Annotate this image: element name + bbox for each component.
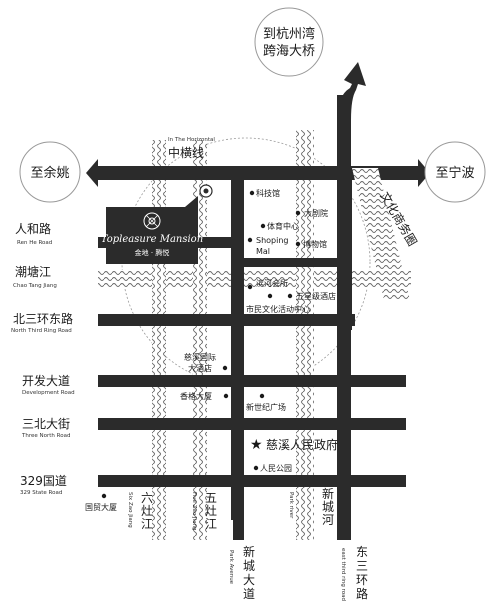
label-329: 329国道 [20,474,67,488]
poi-gov: 慈溪人民政府 [266,437,338,452]
label-329-en: 329 State Road [20,490,62,496]
label-xincheng-river-en: Park river [288,492,294,519]
label-renhe-en: Ren He Road [17,240,52,246]
poi-dajuyuan: 大剧院 [304,208,328,218]
poi-guomao: 国贸大厦 [85,502,117,512]
road-329 [98,475,406,487]
label-liuzao-en: Six Zao Jiang [127,492,133,528]
dest-north-line2: 跨海大桥 [263,44,315,59]
poi-dot [247,284,253,290]
dest-north-line1: 到杭州湾 [263,26,315,42]
label-sanbei: 三北大街 [22,417,70,431]
poi-dot [249,190,255,196]
dest-west-circle [19,141,81,203]
poi-dot [259,393,265,399]
label-chaotang-en: Chao Tang Jiang [13,283,57,289]
gov-star-icon: ★ [250,437,263,453]
poi-dot [260,223,266,229]
label-dongsan: 东三环路 [356,545,368,601]
band-wenhua [352,168,410,300]
poi-xinshiji: 新世纪广场 [246,402,286,412]
label-north3-en: North Third Ring Road [11,328,72,334]
project-name-en: Topleasure Mansion [101,234,203,245]
label-dongsan-en: east third ring road [340,548,346,601]
poi-tiyu: 体育中心 [267,221,299,231]
label-wuzao: 五灶江 [205,491,217,531]
label-kaifa: 开发大道 [22,373,70,388]
poi-dot [247,237,253,243]
poi-shimin: 市民文化活动中心 [246,304,310,314]
poi-dot [223,393,229,399]
poi-dot [287,293,293,299]
label-zhonghengxian-en: In The Horizontal [168,137,215,143]
arrow-west [86,159,98,187]
poi-cixi-hotel-2: 大酒店 [188,363,212,373]
label-north3: 北三环东路 [13,311,73,326]
poi-dot [267,293,273,299]
river-chaotang [98,270,411,288]
dest-east: 至宁波 [435,165,474,181]
label-zhonghengxian: 中横线 [168,145,204,160]
road-xincheng-ave [233,180,244,540]
poi-dot [295,210,301,216]
poi-dot [253,465,259,471]
project-name-cn: 金地 · 腾悦 [135,248,170,257]
poi-mal: Mal [256,247,270,256]
poi-dot [295,241,301,247]
poi-dot [222,365,228,371]
road-inner-h [240,258,342,267]
poi-shoping: Shoping [256,236,289,245]
project-marker-center [203,188,209,194]
project-logo-icon [143,212,161,230]
poi-keji: 科技馆 [256,188,280,198]
label-chaotang: 潮塘江 [15,264,51,279]
poi-binhe: 滨河会所 [256,278,288,288]
poi-bowu: 博物馆 [303,239,327,249]
label-kaifa-en: Development Road [22,390,75,396]
label-liuzao: 六灶江 [141,491,153,531]
arrow-east [418,159,430,187]
label-xincheng-river: 新城河 [322,486,334,527]
road-sanbei [98,418,406,430]
arrow-north [337,62,366,180]
dest-west: 至余姚 [30,165,69,181]
label-wuzao-en: Five Zao Jiang [191,492,197,530]
label-sanbei-en: Three North Road [21,433,70,439]
poi-xiangge: 香格大厦 [180,391,212,401]
poi-wuxing: 五星级酒店 [296,291,336,301]
road-dongsan [337,95,351,540]
label-xincheng-ave: 新城大道 [243,544,255,601]
poi-dot [101,493,107,499]
poi-park: 人民公园 [260,464,292,473]
road-kaifa [98,375,406,387]
dest-north-circle [254,7,324,77]
dest-east-circle [424,141,486,203]
poi-cixi-hotel-1: 慈溪国际 [184,352,216,362]
road-north3 [98,314,355,326]
label-xincheng-ave-en: Park Avenue [228,550,234,585]
river-xincheng [296,130,314,540]
project-box [106,196,198,264]
label-renhe: 人和路 [15,221,51,236]
